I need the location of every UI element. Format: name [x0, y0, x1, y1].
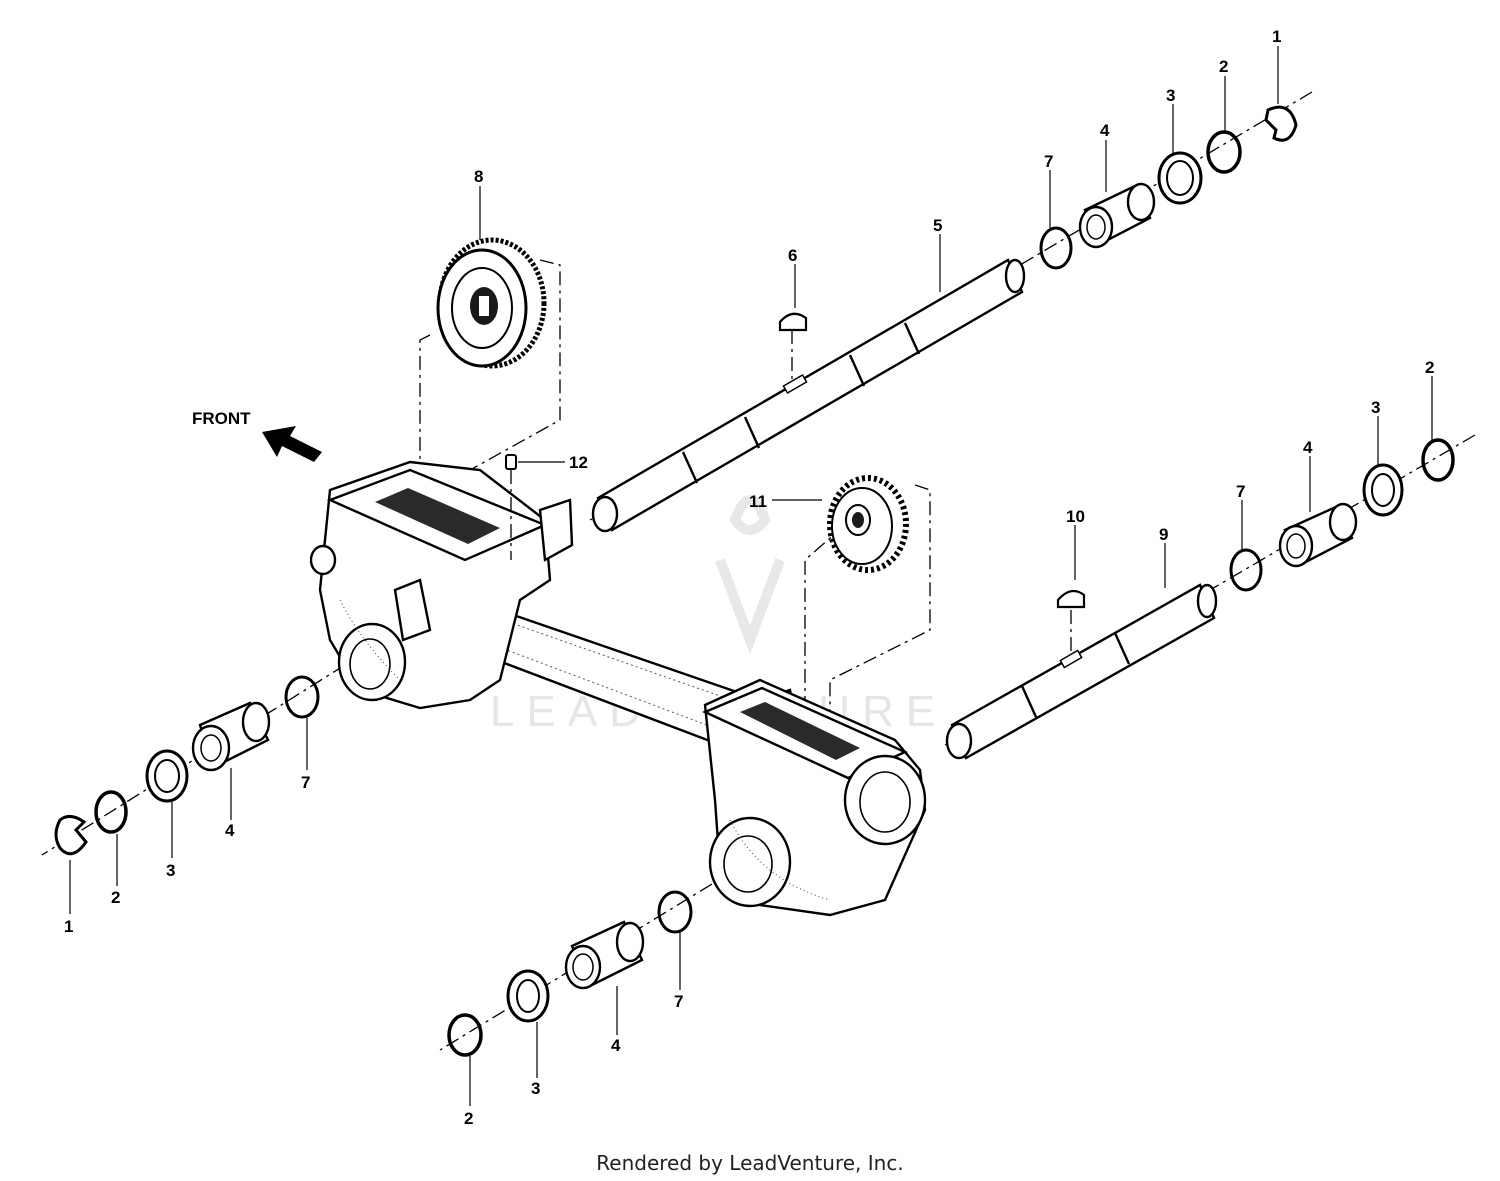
callout-2-left: 2	[111, 888, 120, 907]
part-7-spacer-left	[284, 675, 320, 719]
part-2-ring-right	[1421, 438, 1455, 482]
part-2-ring-bottom	[447, 1013, 483, 1057]
gear11-leader-left	[804, 524, 846, 740]
part-11-small-gear	[772, 475, 909, 573]
footer-credit: Rendered by LeadVenture, Inc.	[596, 1151, 903, 1175]
left-axle-axis	[41, 664, 346, 856]
part-6-key	[778, 312, 808, 332]
right-hardware	[1229, 438, 1455, 592]
part-2-ring-top	[1206, 130, 1242, 174]
callout-4-left: 4	[225, 821, 235, 840]
callout-4-bottom: 4	[611, 1036, 621, 1055]
watermark-logo-icon	[715, 495, 785, 655]
callout-4-right: 4	[1303, 438, 1313, 457]
left-gearbox-boss	[393, 578, 432, 642]
callout-2-bottom: 2	[464, 1109, 473, 1128]
part-5-upper-shaft	[591, 258, 1026, 533]
callout-7-bottom: 7	[674, 992, 683, 1011]
callout-leaders	[69, 46, 1433, 1106]
callout-5: 5	[933, 216, 942, 235]
callout-12: 12	[569, 453, 588, 472]
part-10-key	[1056, 589, 1086, 609]
part-12-pin	[505, 454, 565, 560]
callout-3-left: 3	[166, 861, 175, 880]
callout-1-top: 1	[1272, 27, 1281, 46]
callout-2-right: 2	[1425, 358, 1434, 377]
part-7-spacer-bottom	[657, 890, 693, 934]
right-gearbox-opening	[740, 702, 860, 760]
bottom-hardware	[447, 890, 693, 1057]
part-7-spacer-top	[1039, 226, 1073, 270]
part-8-large-gear	[436, 237, 547, 369]
callout-3-right: 3	[1371, 398, 1380, 417]
front-arrow-icon	[262, 426, 322, 462]
upper-right-hardware	[1039, 105, 1298, 270]
callout-9: 9	[1159, 525, 1168, 544]
left-gearbox-side-boss	[538, 498, 574, 562]
front-label: FRONT	[192, 409, 251, 428]
part-7-spacer-right	[1229, 548, 1263, 592]
callout-7-right: 7	[1236, 482, 1245, 501]
part-9-lower-shaft	[945, 583, 1218, 760]
callout-3-bottom: 3	[531, 1079, 540, 1098]
front-indicator: FRONT	[192, 409, 322, 462]
callout-1-left: 1	[64, 917, 73, 936]
callout-4-top: 4	[1100, 121, 1110, 140]
part-1-clip-left	[54, 815, 88, 856]
callout-7-top: 7	[1044, 152, 1053, 171]
left-gearbox-opening	[375, 488, 500, 544]
gear8-leader-left	[419, 334, 431, 520]
callout-6: 6	[788, 246, 797, 265]
callout-2-top: 2	[1219, 57, 1228, 76]
part-1-clip-top	[1264, 105, 1298, 142]
gear11-leader-right	[829, 484, 931, 720]
callout-3-top: 3	[1166, 86, 1175, 105]
transmission-housing	[309, 460, 927, 917]
left-hardware	[54, 675, 320, 856]
callout-10: 10	[1066, 507, 1085, 526]
callout-7-left: 7	[301, 773, 310, 792]
callout-8: 8	[474, 167, 483, 186]
part-2-ring-left	[94, 790, 128, 834]
callout-11: 11	[749, 492, 767, 511]
callout-numbers: 1 2 3 4 7 5 6 8 12 11 10 9 7 4 3 2 7 4 3…	[64, 27, 1434, 1128]
